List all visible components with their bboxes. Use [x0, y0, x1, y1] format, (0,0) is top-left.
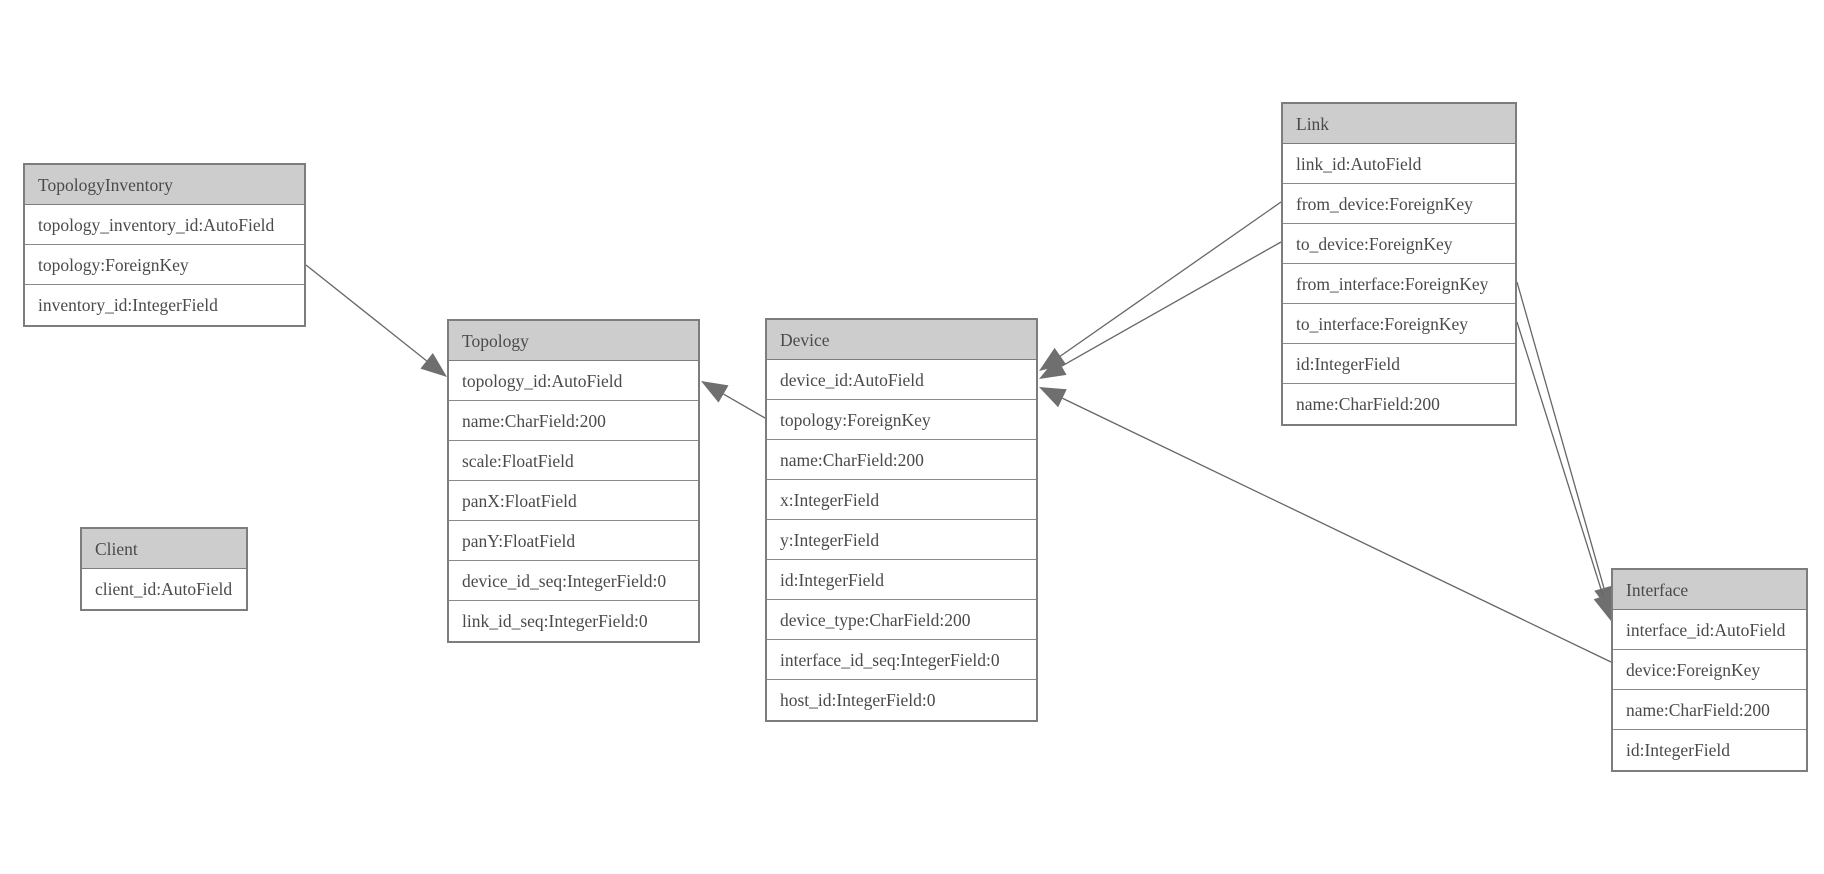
entity-field-row: name:CharField:200 [449, 401, 698, 441]
entity-field-row: to_device:ForeignKey [1283, 224, 1515, 264]
entity-field-row: topology_inventory_id:AutoField [25, 205, 304, 245]
entity-field-row: interface_id:AutoField [1613, 610, 1806, 650]
entity-field-row: panX:FloatField [449, 481, 698, 521]
relationship-arrowhead-topology-topology_id [701, 381, 729, 403]
entity-field-row: name:CharField:200 [1613, 690, 1806, 730]
entity-title: TopologyInventory [25, 165, 304, 205]
relationship-edge-topologyinventory-topology [305, 264, 428, 362]
entity-field-row: link_id_seq:IntegerField:0 [449, 601, 698, 641]
relationship-arrowhead-device-device_id [1039, 357, 1067, 379]
entity-field-row: y:IntegerField [767, 520, 1036, 560]
relationship-edge-link-from_interface [1516, 281, 1605, 589]
relationship-arrowhead-device-device_id [1039, 387, 1067, 408]
entity-field-row: scale:FloatField [449, 441, 698, 481]
entity-field-row: name:CharField:200 [767, 440, 1036, 480]
entity-field-row: from_device:ForeignKey [1283, 184, 1515, 224]
relationship-arrowhead-topology-topology_id [420, 352, 447, 377]
relationship-edge-link-from_device [1059, 201, 1282, 357]
relationship-arrowhead-interface-interface_id [1593, 593, 1613, 621]
entity-title: Client [82, 529, 246, 569]
relationship-edge-device-topology [723, 393, 766, 419]
entity-title: Device [767, 320, 1036, 360]
entity-field-row: id:IntegerField [767, 560, 1036, 600]
entity-title: Topology [449, 321, 698, 361]
entity-field-row: device_type:CharField:200 [767, 600, 1036, 640]
entity-field-row: name:CharField:200 [1283, 384, 1515, 424]
entity-field-row: id:IntegerField [1283, 344, 1515, 384]
entity-field-row: id:IntegerField [1613, 730, 1806, 770]
entity-field-row: topology_id:AutoField [449, 361, 698, 401]
relationship-edge-link-to_device [1061, 241, 1282, 367]
entity-field-row: device_id_seq:IntegerField:0 [449, 561, 698, 601]
entity-field-row: host_id:IntegerField:0 [767, 680, 1036, 720]
entity-field-row: panY:FloatField [449, 521, 698, 561]
entity-field-row: to_interface:ForeignKey [1283, 304, 1515, 344]
relationship-edge-interface-device [1062, 397, 1612, 663]
entity-field-row: from_interface:ForeignKey [1283, 264, 1515, 304]
entity-field-row: topology:ForeignKey [25, 245, 304, 285]
entity-field-row: link_id:AutoField [1283, 144, 1515, 184]
relationship-edge-link-to_interface [1516, 321, 1604, 597]
entity-field-row: interface_id_seq:IntegerField:0 [767, 640, 1036, 680]
entity-field-row: device:ForeignKey [1613, 650, 1806, 690]
entity-field-row: device_id:AutoField [767, 360, 1036, 400]
entity-field-row: inventory_id:IntegerField [25, 285, 304, 325]
entity-field-row: client_id:AutoField [82, 569, 246, 609]
entity-field-row: topology:ForeignKey [767, 400, 1036, 440]
entity-title: Link [1283, 104, 1515, 144]
entity-title: Interface [1613, 570, 1806, 610]
entity-field-row: x:IntegerField [767, 480, 1036, 520]
